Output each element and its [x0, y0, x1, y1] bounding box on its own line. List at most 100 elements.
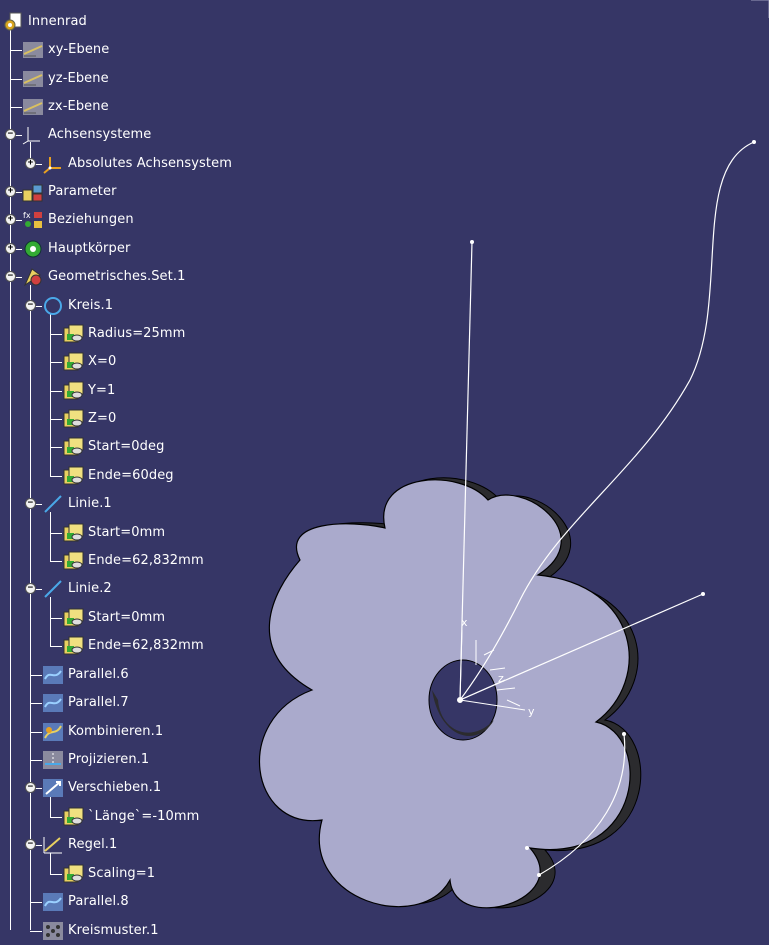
tree-node-label: Linie.2 — [68, 581, 112, 596]
tree-node-parameter-value[interactable]: Z=0 — [0, 405, 280, 433]
tree-node-line[interactable]: − Linie.2 — [0, 575, 280, 603]
tree-node-label: Hauptkörper — [48, 241, 131, 256]
parameter-value-icon — [62, 466, 84, 486]
tree-node-parallel-curve[interactable]: Parallel.8 — [0, 888, 280, 916]
tree-node-axis-systems[interactable]: − Achsensysteme — [0, 121, 280, 149]
tree-node-parallel-curve[interactable]: Parallel.7 — [0, 689, 280, 717]
tree-node-parameter-value[interactable]: X=0 — [0, 348, 280, 376]
collapse-toggle[interactable]: − — [5, 271, 16, 282]
tree-connector-line — [30, 788, 42, 789]
tree-connector-line — [50, 447, 62, 448]
tree-connector-line — [50, 618, 62, 619]
tree-node-project[interactable]: Projizieren.1 — [0, 746, 280, 774]
tree-connector-line — [30, 164, 42, 165]
collapse-toggle[interactable]: − — [5, 129, 16, 140]
tree-connector-line — [30, 285, 31, 930]
tree-node-parameter-value[interactable]: Start=0deg — [0, 433, 280, 461]
tree-node-label: Beziehungen — [48, 212, 134, 227]
tree-node-label: Projizieren.1 — [68, 752, 150, 767]
tree-node-parameter-value[interactable]: `Länge`=-10mm — [0, 803, 280, 831]
tree-node-combine[interactable]: Kombinieren.1 — [0, 718, 280, 746]
tree-connector-line — [30, 902, 42, 903]
parameter-value-icon — [62, 381, 84, 401]
tree-connector-line — [50, 874, 62, 875]
tree-node-parameter-value[interactable]: Ende=62,832mm — [0, 547, 280, 575]
tree-node-label: Ende=60deg — [88, 468, 174, 483]
expand-toggle[interactable]: + — [5, 214, 16, 225]
tree-node-parameters[interactable]: +Parameter — [0, 178, 280, 206]
parallel-curve-icon — [42, 892, 64, 912]
parameter-value-icon — [62, 324, 84, 344]
collapse-toggle[interactable]: − — [25, 498, 36, 509]
tree-connector-line — [10, 249, 22, 250]
expand-toggle[interactable]: + — [5, 186, 16, 197]
wireframe-curves[interactable] — [459, 140, 756, 877]
parameter-value-icon — [62, 551, 84, 571]
tree-node-parameter-value[interactable]: Radius=25mm — [0, 320, 280, 348]
tree-connector-line — [50, 853, 51, 874]
tree-node-label: Ende=62,832mm — [88, 553, 204, 568]
parameter-value-icon — [62, 437, 84, 457]
tree-node-axis-system[interactable]: +Absolutes Achsensystem — [0, 150, 280, 178]
parameter-value-icon — [62, 352, 84, 372]
parameter-value-icon — [62, 523, 84, 543]
collapse-toggle[interactable]: − — [25, 583, 36, 594]
line-icon — [42, 579, 64, 599]
expand-toggle[interactable]: + — [5, 243, 16, 254]
tree-node-label: Kreis.1 — [68, 298, 114, 313]
tree-node-parameter-value[interactable]: Ende=62,832mm — [0, 632, 280, 660]
tree-node-label: Verschieben.1 — [68, 780, 162, 795]
tree-node-parameter-value[interactable]: Y=1 — [0, 377, 280, 405]
parallel-curve-icon — [42, 665, 64, 685]
tree-node-plane[interactable]: zx-Ebene — [0, 93, 280, 121]
tree-node-parameter-value[interactable]: Ende=60deg — [0, 462, 280, 490]
axis-systems-icon — [22, 125, 44, 145]
tree-node-geometrical-set[interactable]: −Geometrisches.Set.1 — [0, 263, 280, 291]
tree-connector-line — [50, 391, 62, 392]
tree-node-plane[interactable]: yz-Ebene — [0, 65, 280, 93]
tree-node-line[interactable]: −Linie.1 — [0, 490, 280, 518]
tree-node-label: X=0 — [88, 354, 117, 369]
tree-node-label: Achsensysteme — [48, 127, 152, 142]
tree-connector-line — [50, 796, 51, 817]
tree-node-circular-pattern[interactable]: Kreismuster.1 — [0, 917, 280, 945]
compass-corner[interactable] — [751, 0, 769, 18]
tree-node-circle[interactable]: − Kreis.1 — [0, 292, 280, 320]
parameters-icon — [22, 182, 44, 202]
tree-connector-line — [30, 675, 42, 676]
tree-connector-line — [30, 732, 42, 733]
tree-node-part-document[interactable]: Innenrad — [0, 8, 280, 36]
tree-node-parameter-value[interactable]: Start=0mm — [0, 519, 280, 547]
flower-part-face[interactable] — [258, 479, 631, 909]
collapse-toggle[interactable]: − — [25, 300, 36, 311]
tree-node-label: Start=0deg — [88, 439, 165, 454]
tree-node-parameter-value[interactable]: Scaling=1 — [0, 860, 280, 888]
collapse-toggle[interactable]: − — [25, 782, 36, 793]
tree-node-parallel-curve[interactable]: Parallel.6 — [0, 661, 280, 689]
tree-connector-line — [30, 142, 31, 160]
lower-arc-curve — [538, 733, 626, 876]
parameter-value-icon — [62, 409, 84, 429]
tree-node-label: Start=0mm — [88, 610, 166, 625]
tree-node-parameter-value[interactable]: Start=0mm — [0, 604, 280, 632]
combine-icon — [42, 722, 64, 742]
tree-connector-line — [10, 192, 22, 193]
circle-icon — [42, 296, 64, 316]
tree-connector-line — [10, 107, 22, 108]
body-icon — [22, 239, 44, 259]
tree-connector-line — [50, 817, 62, 818]
expand-toggle[interactable]: + — [25, 158, 36, 169]
axis-system-3d[interactable] — [457, 629, 526, 711]
tree-node-plane[interactable]: xy-Ebene — [0, 36, 280, 64]
parameter-value-icon — [62, 807, 84, 827]
tree-node-translate[interactable]: − Verschieben.1 — [0, 774, 280, 802]
collapse-toggle[interactable]: − — [25, 839, 36, 850]
tree-node-law[interactable]: −Regel.1 — [0, 831, 280, 859]
tree-connector-line — [50, 597, 51, 646]
tree-node-body[interactable]: + Hauptkörper — [0, 235, 280, 263]
law-icon — [42, 835, 64, 855]
line-icon — [42, 494, 64, 514]
